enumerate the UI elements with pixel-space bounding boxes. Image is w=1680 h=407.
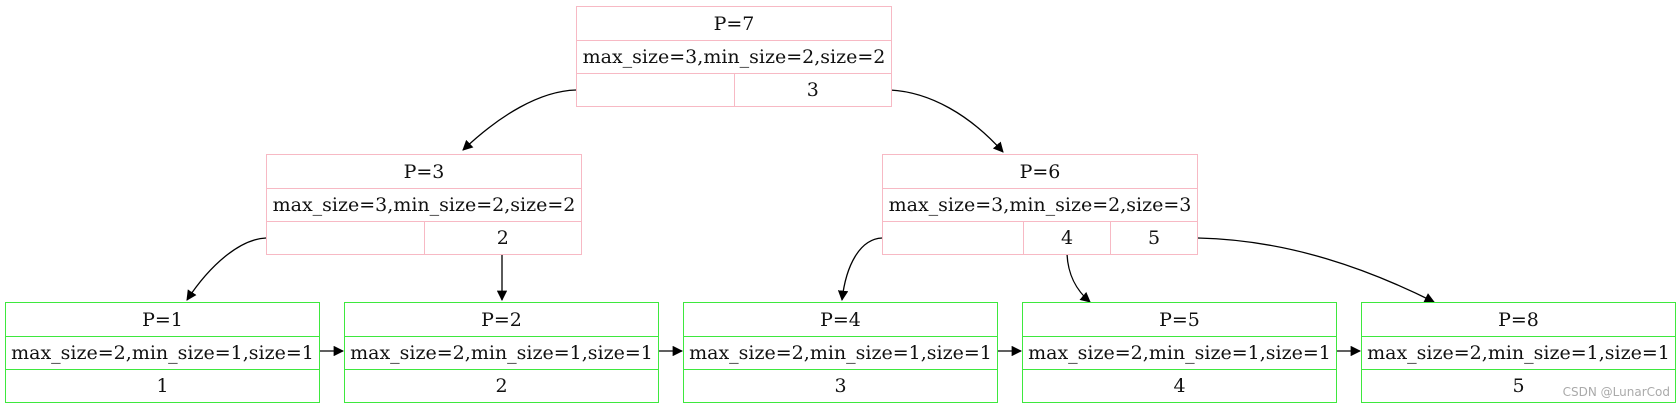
node-p3: P=3 max_size=3,min_size=2,size=2 2 bbox=[266, 154, 582, 255]
node-p1-title: P=1 bbox=[142, 308, 183, 331]
node-p7-title: P=7 bbox=[713, 12, 755, 35]
node-p1-key: 1 bbox=[156, 375, 169, 397]
node-p8-info: max_size=2,min_size=1,size=1 bbox=[1367, 342, 1670, 364]
node-p8: P=8 max_size=2,min_size=1,size=1 5 bbox=[1361, 302, 1676, 403]
node-p4: P=4 max_size=2,min_size=1,size=1 3 bbox=[683, 302, 998, 403]
edge-p6-p4 bbox=[837, 237, 883, 302]
node-p4-info: max_size=2,min_size=1,size=1 bbox=[689, 342, 992, 364]
node-p5-key: 4 bbox=[1173, 375, 1186, 397]
node-p6-key-2: 5 bbox=[1110, 222, 1197, 254]
edge-p3-p1 bbox=[186, 237, 267, 301]
node-p7-key-0 bbox=[577, 74, 734, 106]
node-p3-key-1: 2 bbox=[423, 222, 582, 254]
node-p2-info: max_size=2,min_size=1,size=1 bbox=[350, 342, 653, 364]
node-p4-title: P=4 bbox=[820, 308, 861, 331]
node-p7: P=7 max_size=3,min_size=2,size=2 3 bbox=[576, 6, 892, 107]
node-p2-title: P=2 bbox=[481, 308, 522, 331]
edge-p6-p8 bbox=[1197, 237, 1435, 303]
node-p6-key-0 bbox=[883, 222, 1023, 254]
node-p1-info: max_size=2,min_size=1,size=1 bbox=[11, 342, 314, 364]
edge-p6-p5 bbox=[1066, 253, 1091, 303]
node-p6-key-1: 4 bbox=[1023, 222, 1110, 254]
node-p2-key: 2 bbox=[495, 375, 508, 397]
node-p6: P=6 max_size=3,min_size=2,size=3 4 5 bbox=[882, 154, 1198, 255]
node-p5: P=5 max_size=2,min_size=1,size=1 4 bbox=[1022, 302, 1337, 403]
node-p2: P=2 max_size=2,min_size=1,size=1 2 bbox=[344, 302, 659, 403]
node-p3-title: P=3 bbox=[403, 160, 445, 183]
node-p3-key-0 bbox=[267, 222, 424, 254]
node-p3-info: max_size=3,min_size=2,size=2 bbox=[272, 194, 576, 216]
node-p5-info: max_size=2,min_size=1,size=1 bbox=[1028, 342, 1331, 364]
node-p8-title: P=8 bbox=[1498, 308, 1539, 331]
watermark: CSDN @LunarCod bbox=[1562, 385, 1670, 399]
node-p5-title: P=5 bbox=[1159, 308, 1200, 331]
edge-p7-p3 bbox=[462, 89, 577, 151]
node-p6-title: P=6 bbox=[1019, 160, 1061, 183]
node-p8-key: 5 bbox=[1512, 375, 1525, 397]
node-p4-key: 3 bbox=[834, 375, 847, 397]
node-p6-info: max_size=3,min_size=2,size=3 bbox=[888, 194, 1192, 216]
node-p7-info: max_size=3,min_size=2,size=2 bbox=[582, 46, 886, 68]
node-p1: P=1 max_size=2,min_size=1,size=1 1 bbox=[5, 302, 320, 403]
edge-p7-p6 bbox=[889, 89, 1004, 153]
node-p7-key-1: 3 bbox=[733, 74, 892, 106]
